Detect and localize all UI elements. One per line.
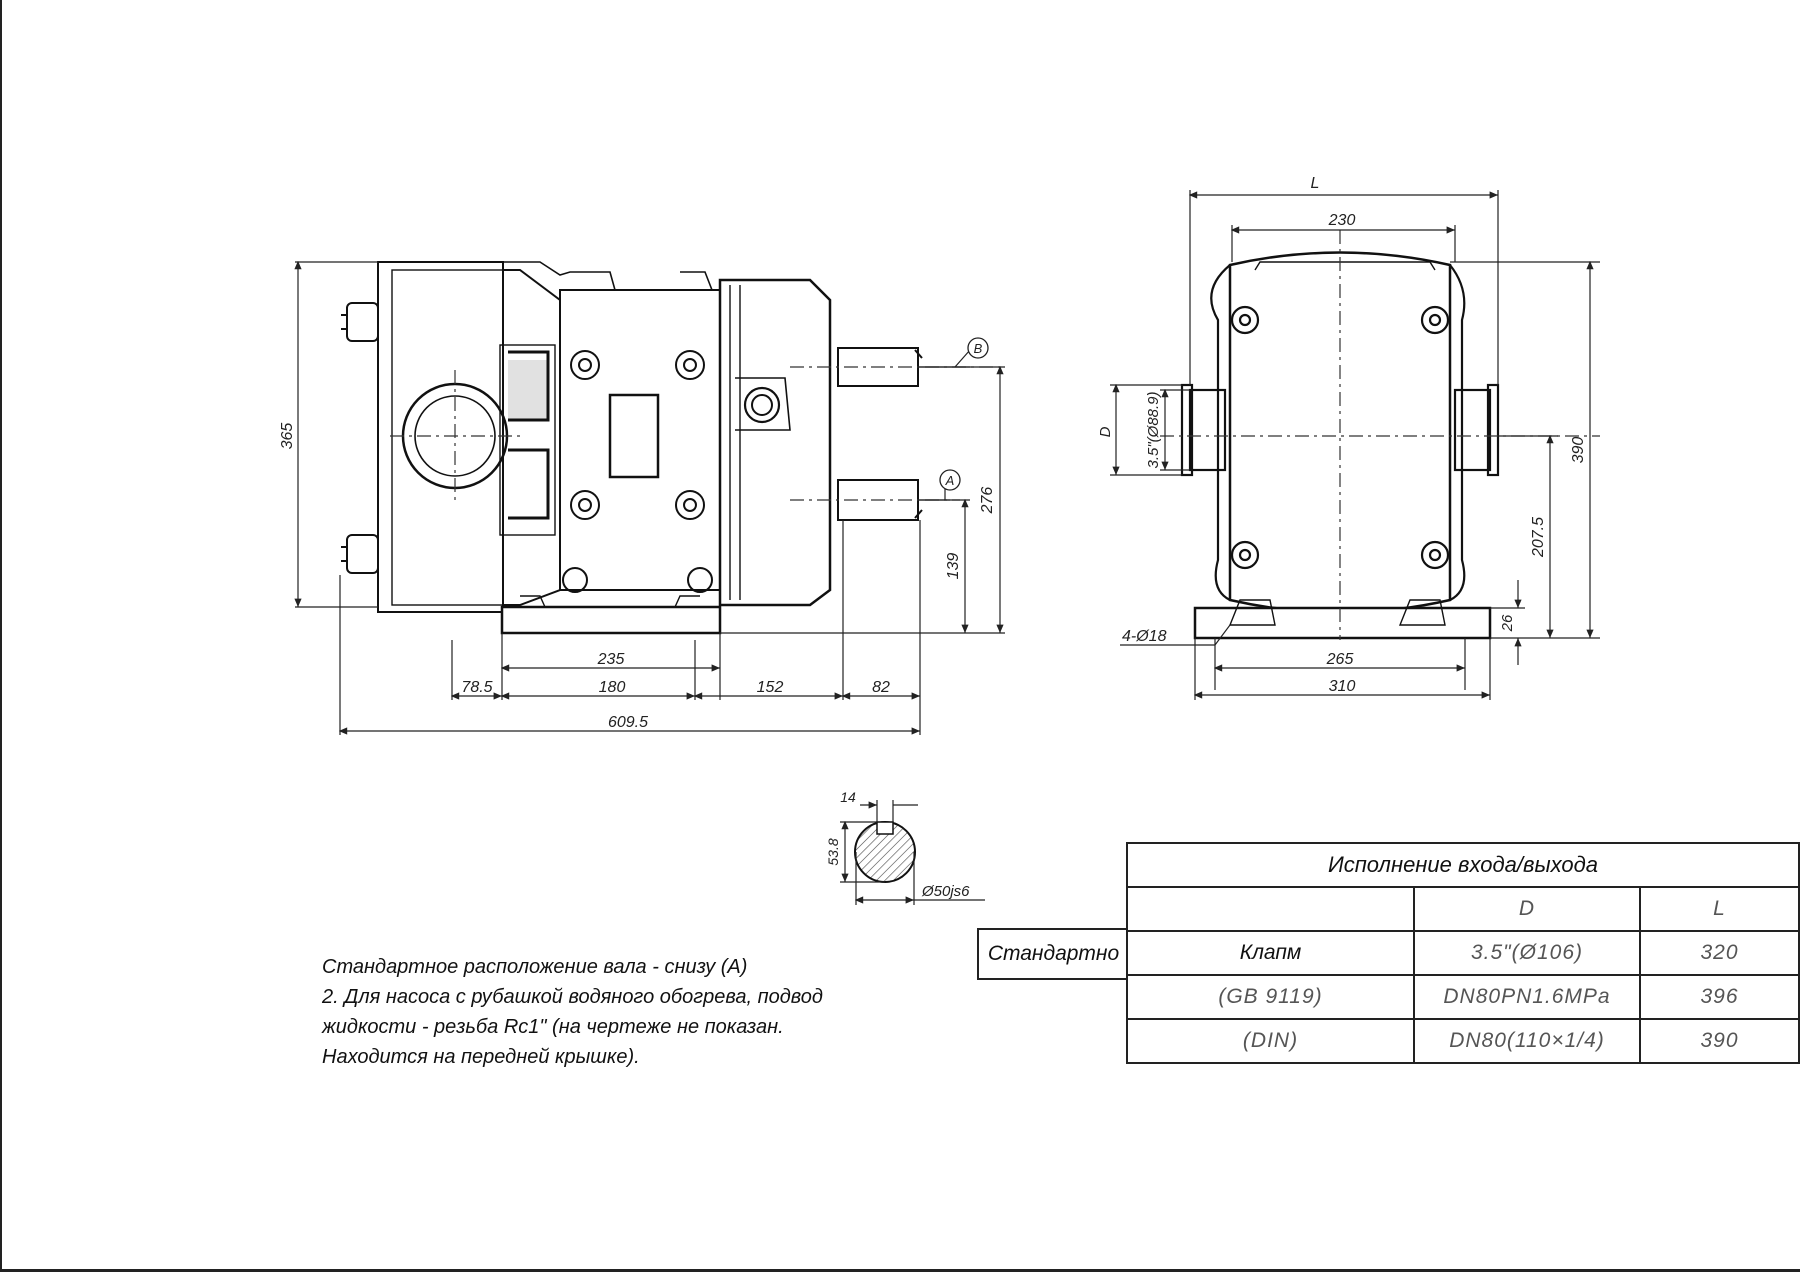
table-cell-d: DN80PN1.6MPa — [1413, 974, 1641, 1020]
table-row-label: Стандартно — [977, 928, 1128, 980]
table-header-row: D L — [1126, 886, 1800, 932]
dim-26: 26 — [1499, 614, 1516, 632]
table-header-d: D — [1413, 886, 1641, 932]
front-view-pump — [341, 261, 923, 635]
port-spec-table: Исполнение входа/выхода D L Клапм 3.5"(Ø… — [1126, 842, 1800, 1064]
dim-78-5: 78.5 — [461, 679, 492, 696]
table-title: Исполнение входа/выхода — [1126, 842, 1800, 888]
dim-l: L — [1311, 175, 1320, 192]
sheet-border-bottom — [0, 1269, 1800, 1272]
dim-235: 235 — [597, 651, 625, 668]
dim-207-5: 207.5 — [1530, 517, 1547, 558]
table-cell-type: Клапм — [1126, 930, 1415, 976]
dim-port-size: 3.5"(Ø88.9) — [1145, 391, 1162, 468]
marker-a-label: A — [945, 473, 955, 488]
table-cell-l: 320 — [1639, 930, 1800, 976]
dim-265: 265 — [1326, 651, 1354, 668]
dim-holes: 4-Ø18 — [1122, 628, 1167, 645]
table-header-l: L — [1639, 886, 1800, 932]
side-view-dim-lines — [1110, 190, 1600, 700]
dim-152: 152 — [757, 679, 784, 696]
dim-310: 310 — [1329, 678, 1356, 695]
front-view-dim-lines — [294, 260, 1005, 735]
marker-b-label: B — [974, 341, 983, 356]
dim-365: 365 — [279, 423, 296, 450]
drawing-notes: Стандартное расположение вала - снизу (А… — [322, 952, 823, 1072]
note-line-2: 2. Для насоса с рубашкой водяного обогре… — [322, 986, 823, 1008]
note-line-1: Стандартное расположение вала - снизу (А… — [322, 956, 748, 978]
table-cell-d: DN80(110×1/4) — [1413, 1018, 1641, 1064]
table-row: (GB 9119) DN80PN1.6MPa 396 — [1126, 974, 1800, 1020]
table-cell-l: 390 — [1639, 1018, 1800, 1064]
dim-shaft-diameter: Ø50js6 — [921, 883, 970, 900]
side-view-pump — [1180, 251, 1500, 640]
dim-key-depth: 53.8 — [825, 838, 841, 865]
side-view-centerlines — [1160, 230, 1600, 640]
table-row: (DIN) DN80(110×1/4) 390 — [1126, 1018, 1800, 1064]
table-cell-type: (DIN) — [1126, 1018, 1415, 1064]
dim-139: 139 — [945, 553, 962, 580]
table-cell-type: (GB 9119) — [1126, 974, 1415, 1020]
dim-390: 390 — [1570, 437, 1587, 464]
marker-b-circle — [967, 337, 989, 359]
marker-a-circle — [939, 469, 961, 491]
table-cell-l: 396 — [1639, 974, 1800, 1020]
dim-d: D — [1097, 426, 1114, 437]
dim-82: 82 — [872, 679, 890, 696]
dim-key-width: 14 — [840, 789, 856, 805]
dim-609-5: 609.5 — [608, 714, 648, 731]
dim-180: 180 — [599, 679, 626, 696]
shaft-section: 14 53.8 Ø50js6 — [825, 789, 985, 905]
table-header-empty — [1126, 886, 1415, 932]
table-cell-d: 3.5"(Ø106) — [1413, 930, 1641, 976]
note-line-3: жидкости - резьба Rc1" (на чертеже не по… — [322, 1016, 784, 1038]
note-line-4: Находится на передней крышке). — [322, 1046, 640, 1068]
table-title-row: Исполнение входа/выхода — [1126, 842, 1800, 888]
dim-276: 276 — [979, 487, 996, 515]
table-row: Клапм 3.5"(Ø106) 320 — [1126, 930, 1800, 976]
dim-230: 230 — [1328, 212, 1356, 229]
sheet-border-left — [0, 0, 2, 1272]
